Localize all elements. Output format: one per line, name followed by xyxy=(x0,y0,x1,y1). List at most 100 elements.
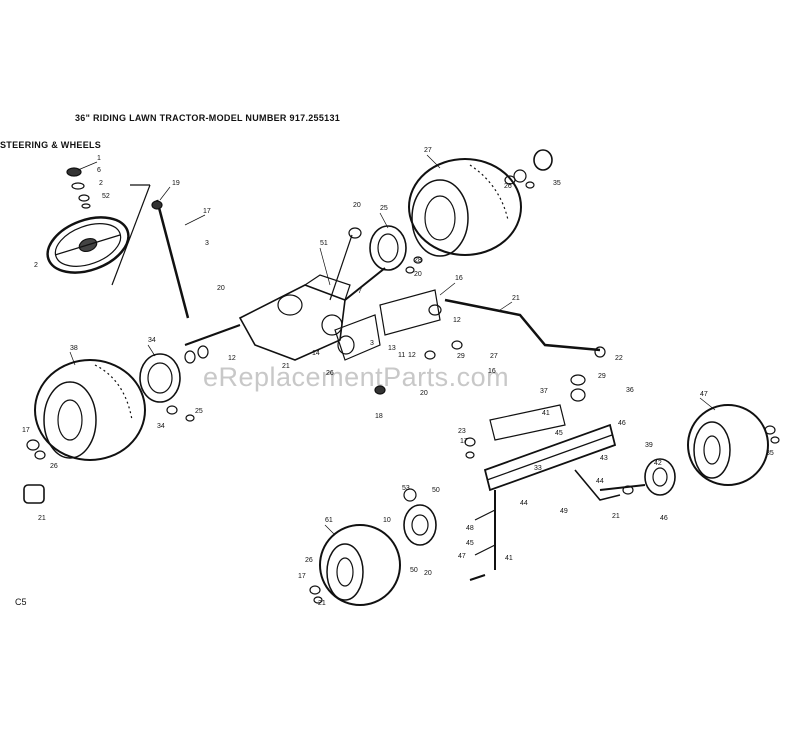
callout: 21 xyxy=(512,295,520,302)
callout: 44 xyxy=(596,478,604,485)
callout: 50 xyxy=(432,487,440,494)
callout: 51 xyxy=(320,240,328,247)
callout: 35 xyxy=(766,450,774,457)
callout: 52 xyxy=(102,193,110,200)
callout: 42 xyxy=(654,460,662,467)
callout: 3 xyxy=(205,240,209,247)
callout: 20 xyxy=(217,285,225,292)
callout: 39 xyxy=(645,442,653,449)
callout: 18 xyxy=(375,413,383,420)
callout: 20 xyxy=(414,271,422,278)
callout: 29 xyxy=(457,353,465,360)
callout: 16 xyxy=(455,275,463,282)
callout: 26 xyxy=(326,370,334,377)
callout: 34 xyxy=(148,337,156,344)
leader-lines xyxy=(69,154,716,536)
rear-right-rim xyxy=(369,225,407,271)
callout: 12 xyxy=(228,355,236,362)
callout: 22 xyxy=(615,355,623,362)
callout: 27 xyxy=(490,353,498,360)
callout: 27 xyxy=(424,147,432,154)
callout: 50 xyxy=(410,567,418,574)
callout: 21 xyxy=(282,363,290,370)
transaxle xyxy=(184,227,386,361)
callout: 45 xyxy=(555,430,563,437)
rear-left-tire xyxy=(34,359,146,461)
hub-cap-rear xyxy=(513,149,553,183)
section-title: STEERING & WHEELS xyxy=(0,140,102,150)
callout: 17 xyxy=(22,427,30,434)
callout: 12 xyxy=(408,352,416,359)
hub-cap-left xyxy=(23,439,45,504)
callout: 3 xyxy=(370,340,374,347)
callout: 17 xyxy=(203,208,211,215)
callout: 17 xyxy=(298,573,306,580)
callout: 36 xyxy=(626,387,634,394)
callout: 47 xyxy=(700,391,708,398)
callout: 14 xyxy=(312,350,320,357)
callout: 41 xyxy=(542,410,550,417)
callout: 34 xyxy=(157,423,165,430)
callout: 38 xyxy=(70,345,78,352)
callout: 19 xyxy=(172,180,180,187)
callout: 28 xyxy=(414,257,422,264)
callout: 26 xyxy=(50,463,58,470)
callout: 20 xyxy=(420,390,428,397)
callout: 48 xyxy=(466,525,474,532)
callout-labels: 1 6 2 52 2 17 3 19 20 27 25 35 26 51 20 … xyxy=(22,147,774,607)
diagram-title: 36" RIDING LAWN TRACTOR-MODEL NUMBER 917… xyxy=(75,113,341,123)
rear-right-tire xyxy=(408,158,522,257)
callout: 44 xyxy=(520,500,528,507)
callout: 6 xyxy=(97,167,101,174)
drag-link xyxy=(444,298,606,358)
callout: 37 xyxy=(540,388,548,395)
front-right-tire xyxy=(644,404,769,496)
steering-wheel xyxy=(46,216,130,274)
callout: 35 xyxy=(553,180,561,187)
callout: 29 xyxy=(598,373,606,380)
callout: 25 xyxy=(195,408,203,415)
spindle-left xyxy=(469,490,496,581)
callout: 10 xyxy=(383,517,391,524)
callout: 25 xyxy=(380,205,388,212)
callout: 13 xyxy=(388,345,396,352)
callout: 20 xyxy=(424,570,432,577)
callout: 33 xyxy=(534,465,542,472)
callout: 53 xyxy=(402,485,410,492)
callout: 61 xyxy=(325,517,333,524)
callout: 21 xyxy=(318,600,326,607)
callout: 23 xyxy=(458,428,466,435)
watermark-text: eReplacementParts.com xyxy=(203,362,510,392)
callout: 26 xyxy=(504,183,512,190)
callout: 43 xyxy=(600,455,608,462)
front-left-tire xyxy=(319,488,437,606)
callout: 21 xyxy=(38,515,46,522)
callout: 1 xyxy=(97,155,101,162)
callout: 41 xyxy=(505,555,513,562)
callout: 45 xyxy=(466,540,474,547)
callout: 49 xyxy=(560,508,568,515)
callout: 46 xyxy=(660,515,668,522)
callout: 47 xyxy=(458,553,466,560)
steering-shaft xyxy=(111,184,190,319)
callout: 12 xyxy=(453,317,461,324)
callout: 21 xyxy=(612,513,620,520)
callout: 2 xyxy=(34,262,38,269)
rear-left-rim xyxy=(139,345,209,403)
washers-and-nuts xyxy=(34,175,780,604)
callout: 46 xyxy=(618,420,626,427)
callout: 2 xyxy=(99,180,103,187)
callout: 16 xyxy=(488,368,496,375)
page-code: C5 xyxy=(15,597,27,607)
front-axle xyxy=(483,374,617,492)
callout: 20 xyxy=(353,202,361,209)
callout: 17 xyxy=(460,438,468,445)
spindle-right xyxy=(574,469,646,501)
steering-cap-parts xyxy=(66,167,91,209)
callout: 11 xyxy=(398,352,405,359)
steering-gear-bracket xyxy=(334,289,442,361)
callout: 7 xyxy=(358,288,362,295)
callout: 26 xyxy=(305,557,313,564)
